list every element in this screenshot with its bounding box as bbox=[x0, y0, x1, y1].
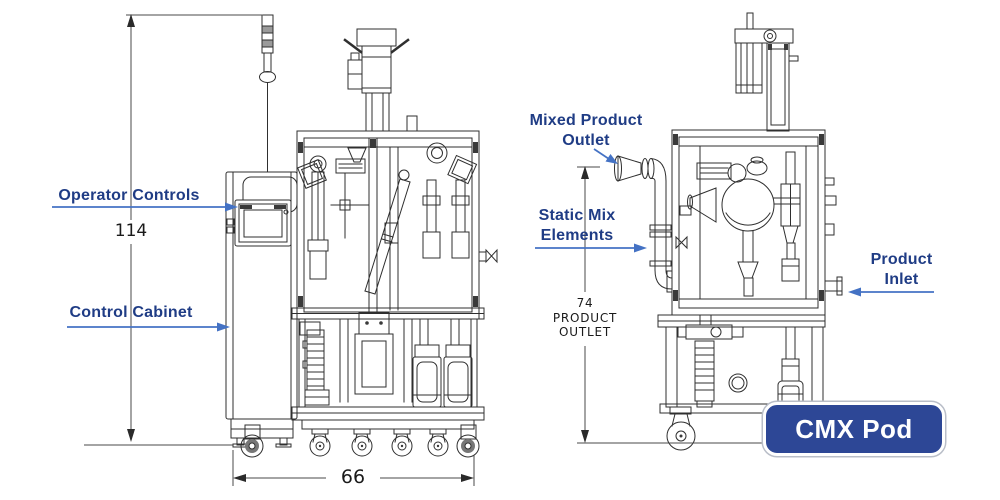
control-cabinet-label: Control Cabinet bbox=[69, 304, 193, 321]
static-mix-elements-label: Static Mix Elements bbox=[517, 206, 637, 246]
operator-controls-label: Operator Controls bbox=[58, 187, 200, 204]
static-mix-elements-label-line2: Elements bbox=[540, 227, 614, 244]
static-mix-elements-label-line1: Static Mix bbox=[538, 207, 616, 224]
product-outlet-dimension-line2: PRODUCT bbox=[552, 310, 618, 325]
product-inlet-label-line1: Product bbox=[870, 251, 933, 268]
pump-section-drawing bbox=[291, 307, 485, 408]
dimension-lines bbox=[84, 14, 762, 486]
operator-controls-arrow-icon bbox=[52, 202, 238, 212]
stack-light-icon bbox=[259, 14, 276, 173]
side-frame-drawing bbox=[671, 129, 826, 316]
product-outlet-dimension: 74 PRODUCT OUTLET bbox=[545, 296, 625, 340]
cmx-pod-badge: CMX Pod bbox=[763, 402, 945, 456]
front-view-drawing bbox=[225, 14, 498, 458]
side-view-drawing bbox=[614, 12, 843, 451]
height-dimension-value: 114 bbox=[114, 221, 148, 241]
control-cabinet-arrow-icon bbox=[67, 322, 230, 332]
product-outlet-dimension-line3: OUTLET bbox=[559, 325, 611, 339]
mixed-product-outlet-arrow-icon bbox=[593, 148, 618, 164]
frame-interior-drawing bbox=[297, 142, 498, 311]
operator-panel-drawing bbox=[226, 176, 298, 247]
mixed-product-outlet-label: Mixed Product Outlet bbox=[516, 111, 656, 151]
top-hopper-drawing bbox=[343, 28, 418, 132]
mixed-product-outlet-label-line2: Outlet bbox=[562, 132, 610, 149]
product-outlet-dimension-value: 74 bbox=[576, 296, 594, 310]
callout-arrows bbox=[52, 148, 934, 332]
mixed-product-outlet-label-line1: Mixed Product bbox=[529, 112, 643, 129]
width-dimension-value: 66 bbox=[340, 466, 366, 488]
side-interior-drawing bbox=[675, 151, 837, 297]
product-inlet-arrow-icon bbox=[848, 287, 934, 297]
front-casters-drawing bbox=[240, 406, 485, 458]
product-inlet-label-line2: Inlet bbox=[884, 271, 919, 288]
side-top-drive-drawing bbox=[734, 12, 799, 132]
product-inlet-label: Product Inlet bbox=[854, 250, 949, 290]
static-mix-pipe-drawing bbox=[614, 155, 843, 296]
static-mix-elements-arrow-icon bbox=[535, 243, 647, 253]
